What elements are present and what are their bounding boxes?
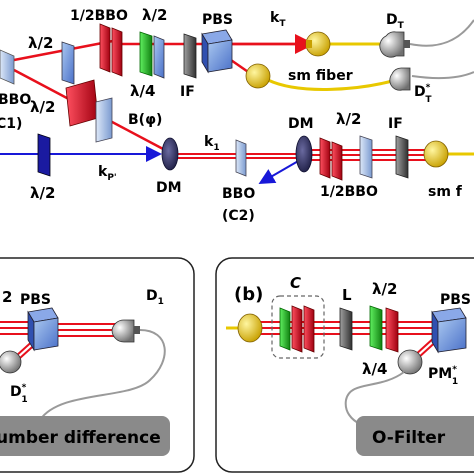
- bbo-half-top: [111, 27, 123, 77]
- label-lambda2-b: λ/2: [372, 280, 397, 298]
- label-lambda2-partial: 2: [2, 288, 12, 306]
- label-b-phi: B(φ): [128, 112, 162, 128]
- label-sm-fiber-top: sm fiber: [288, 68, 353, 84]
- label-dt-star: D*T: [414, 83, 432, 105]
- label-bbo-c2: BBO: [222, 186, 255, 202]
- crystal-group-c: [271, 295, 325, 359]
- bbo-c2: [235, 139, 247, 177]
- label-pbs-top: PBS: [202, 12, 233, 28]
- waveplate-lambda4-b: [385, 307, 399, 353]
- number-difference-box: [0, 416, 170, 456]
- pbs-left-plate: [0, 49, 15, 85]
- pbs-cube-icon: [27, 307, 59, 352]
- label-kp: kP': [98, 164, 117, 183]
- dichroic-mirror-icon: [295, 135, 313, 173]
- label-dm-right: DM: [288, 116, 314, 132]
- panel-a: umber difference 2 PBS D1 D*1: [0, 257, 195, 473]
- label-pbs-a: PBS: [20, 292, 51, 308]
- panel-a-frame: [0, 257, 195, 473]
- label-if-right: IF: [388, 116, 403, 132]
- label-panel-b-tag: (b): [234, 284, 263, 305]
- label-kt: kT: [270, 10, 286, 29]
- pbs-cube-icon: [431, 307, 467, 354]
- label-pm1: PM*1: [428, 365, 458, 387]
- crystal-red: [291, 305, 303, 353]
- label-d1: D1: [146, 288, 164, 307]
- interference-filter-top: [183, 33, 197, 79]
- sm-fiber-top: [267, 78, 397, 91]
- interference-filter-right: [395, 135, 409, 179]
- label-d1-star: D*1: [10, 383, 28, 405]
- label-dt: DT: [386, 12, 405, 31]
- label-bbo-left: BBO: [0, 92, 31, 108]
- detector-icon: [379, 31, 410, 58]
- detector-icon: [389, 67, 411, 91]
- dichroic-mirror-icon: [161, 137, 179, 171]
- pbs-cube-icon: [201, 29, 233, 74]
- panel-b-frame: [215, 257, 474, 473]
- gray-cable: [411, 71, 474, 80]
- gray-cable: [409, 19, 474, 47]
- label-l: L: [342, 286, 352, 304]
- waveplate-lambda2-top-left: [61, 41, 75, 85]
- label-lambda2-left-top: λ/2: [28, 34, 53, 52]
- waveplate-lambda2-low: [37, 133, 51, 177]
- detector-icon: [111, 319, 140, 343]
- fiber-coupler-icon: [245, 63, 271, 89]
- lens-l: [339, 307, 353, 351]
- label-lambda4-top: λ/4: [130, 82, 155, 100]
- label-lambda4-b: λ/4: [362, 360, 387, 378]
- crystal-red: [303, 305, 315, 353]
- panel-b: O-Filter (b) C L λ/2 λ/4 PBS PM*1: [215, 257, 474, 473]
- label-if-top: IF: [180, 84, 195, 100]
- label-lambda2-right: λ/2: [336, 110, 361, 128]
- bbo-compensator: [65, 79, 99, 127]
- crystal-green: [279, 307, 291, 351]
- waveplate-lambda2-right: [359, 135, 373, 179]
- beam-blue-reflected: [258, 159, 301, 185]
- fiber-coupler-icon: [423, 140, 449, 168]
- label-pbs-b: PBS: [440, 292, 471, 308]
- phase-plate-b: [95, 97, 113, 143]
- label-lambda2-low: λ/2: [30, 184, 55, 202]
- label-dm-low: DM: [156, 180, 182, 196]
- detector-icon: [397, 349, 423, 375]
- fiber-coupler-icon: [305, 31, 331, 57]
- label-lambda2-mid: λ/2: [30, 98, 55, 116]
- label-half-bbo-top: 1/2BBO: [70, 8, 128, 24]
- gray-cable: [344, 371, 405, 425]
- label-lambda2-top: λ/2: [142, 6, 167, 24]
- label-k1: k1: [204, 134, 220, 153]
- detector-icon: [0, 350, 22, 374]
- gray-cable: [39, 329, 166, 421]
- label-sm-fiber-right: sm f: [428, 184, 463, 200]
- top-setup: 1/2BBO λ/2 PBS kT DT λ/2 sm fiber D*T BB…: [0, 6, 474, 224]
- number-difference-label: umber difference: [0, 428, 161, 448]
- label-c1: C1): [0, 116, 22, 132]
- waveplate-lambda2-b: [369, 305, 383, 351]
- waveplate-lambda4: [153, 35, 165, 79]
- bbo-half-right: [331, 141, 343, 181]
- bbo-half-top: [99, 23, 111, 73]
- o-filter-label: O-Filter: [372, 428, 446, 448]
- fiber-coupler-icon: [237, 313, 263, 343]
- o-filter-box: [356, 416, 474, 456]
- label-c: C: [290, 274, 301, 292]
- waveplate-lambda2-green: [139, 31, 153, 77]
- label-half-bbo-right: 1/2BBO: [320, 184, 378, 200]
- bbo-half-right: [319, 137, 331, 179]
- label-c2: (C2): [222, 208, 255, 224]
